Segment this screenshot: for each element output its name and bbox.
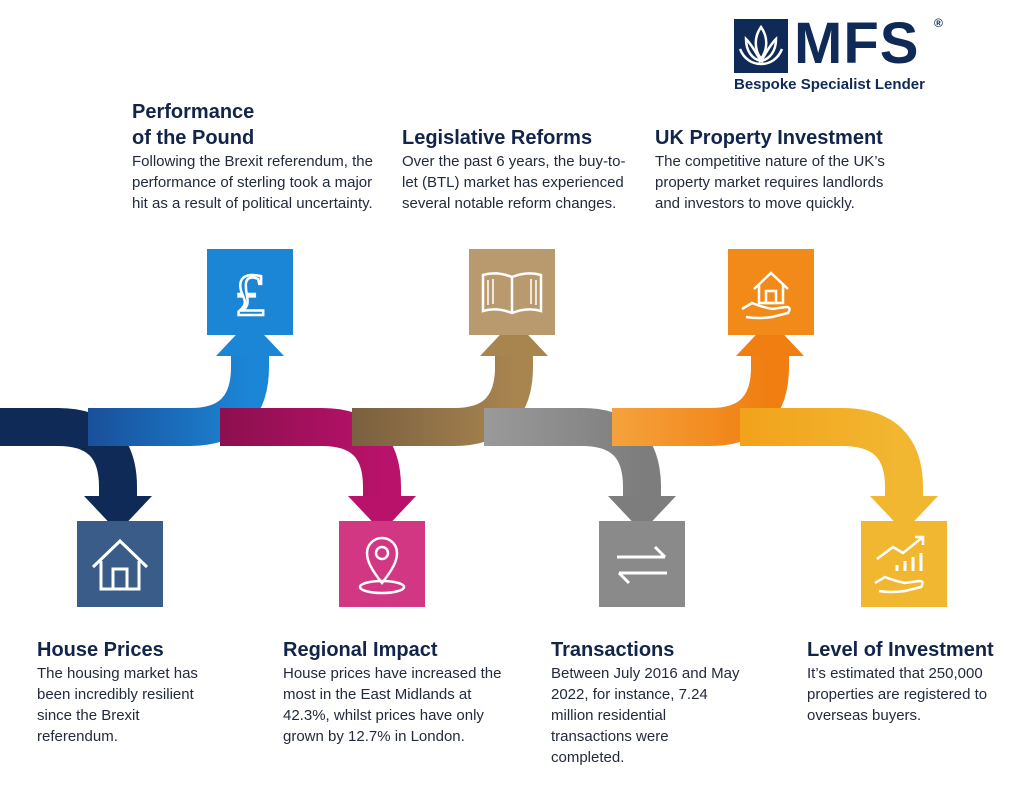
lotus-logo-icon [734, 19, 788, 73]
pound-title-line2: of the Pound [132, 127, 255, 149]
registered-mark: ® [934, 16, 943, 30]
magenta-arrowhead [348, 496, 416, 532]
uk-property-title: UK Property Investment [655, 127, 883, 149]
regional-impact-title: Regional Impact [283, 639, 438, 661]
brand-tagline: Bespoke Specialist Lender [734, 76, 925, 93]
uk-property-description: The competitive nature of the UK’s prope… [655, 153, 885, 212]
brown-arrowhead [480, 320, 548, 356]
investment-title: Level of Investment [807, 639, 994, 661]
brand-name: MFS [794, 11, 920, 76]
investment-description: It’s estimated that 250,000 properties a… [807, 665, 988, 724]
transactions-block: Transactions Between July 2016 and May 2… [551, 637, 741, 768]
pound-description: Following the Brexit referendum, the per… [132, 153, 373, 212]
regional-impact-block: Regional Impact House prices have increa… [283, 637, 508, 747]
uk-property-investment-block: UK Property Investment The competitive n… [655, 125, 910, 214]
regional-impact-description: House prices have increased the most in … [283, 665, 502, 745]
house-icon [77, 521, 163, 607]
legislative-description: Over the past 6 years, the buy-to-let (B… [402, 153, 626, 212]
house-prices-description: The housing market has been incredibly r… [37, 665, 198, 745]
house-in-hand-icon [728, 249, 814, 335]
location-pin-icon [339, 521, 425, 607]
legislative-title: Legislative Reforms [402, 127, 593, 149]
transactions-title: Transactions [551, 639, 675, 661]
mfs-logo: MFS ® Bespoke Specialist Lender [734, 11, 946, 96]
blue-arrowhead [216, 320, 284, 356]
level-of-investment-block: Level of Investment It’s estimated that … [807, 637, 1007, 726]
yellow-ribbon [740, 408, 923, 505]
book-icon [469, 249, 555, 335]
transactions-description: Between July 2016 and May 2022, for inst… [551, 665, 740, 766]
pound-title-line1: Performance [132, 101, 255, 123]
growth-chart-icon [861, 521, 947, 607]
pound-icon: £ [207, 249, 293, 335]
orange-arrowhead [736, 320, 804, 356]
legislative-reforms-block: Legislative Reforms Over the past 6 year… [402, 125, 632, 214]
house-prices-title: House Prices [37, 639, 164, 661]
yellow-arrowhead [870, 496, 938, 532]
svg-text:£: £ [235, 262, 265, 328]
house-prices-block: House Prices The housing market has been… [37, 637, 207, 747]
pound-performance-block: Performance of the Pound Following the B… [132, 99, 382, 214]
navy-arrowhead [84, 496, 152, 532]
exchange-arrows-icon [599, 521, 685, 607]
gray-arrowhead [608, 496, 676, 532]
